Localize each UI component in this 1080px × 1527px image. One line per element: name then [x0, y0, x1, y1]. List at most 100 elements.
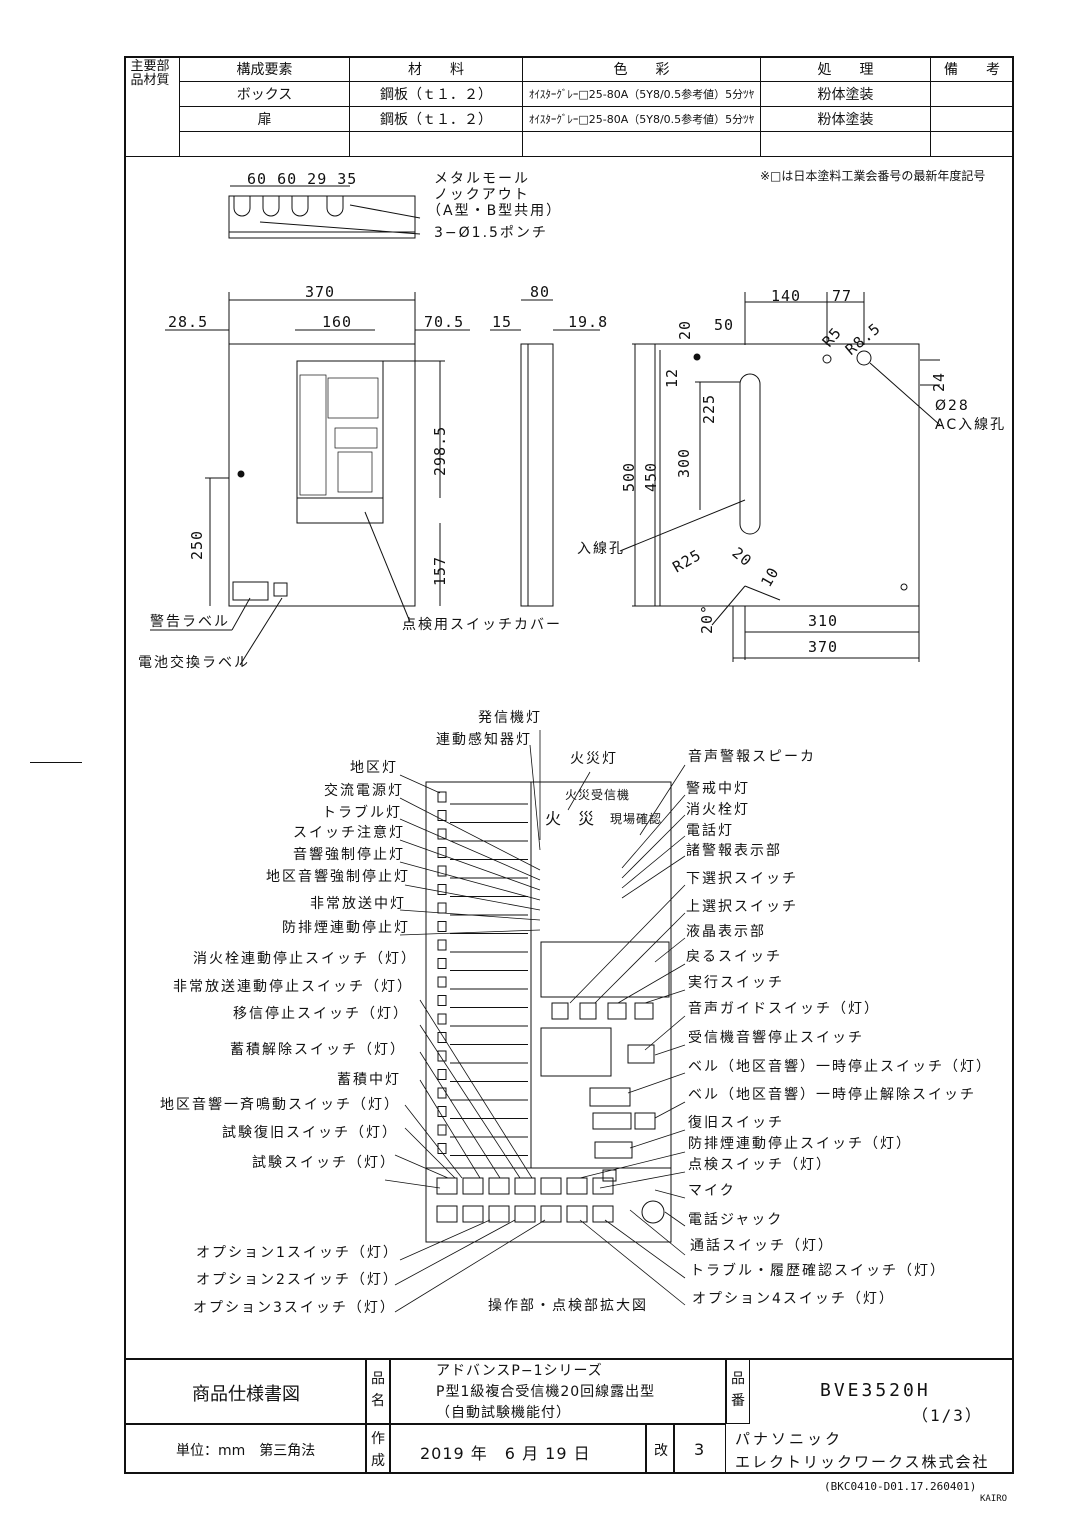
zone-lamp	[437, 939, 447, 951]
panel-switch	[488, 1177, 510, 1195]
callout-label: 地区音響一斉鳴動スイッチ（灯）	[160, 1097, 400, 1113]
callout-label: 発信機灯	[478, 710, 542, 726]
panel-switch	[566, 1205, 588, 1223]
rev-number: 3	[694, 1440, 705, 1459]
type-label: （A型・B型共用）	[427, 203, 563, 219]
callout-label: 音響強制停止灯	[293, 847, 405, 863]
table-row: ボックス 鋼板（ｔ１．２） ｵｲｽﾀｰｸﾞﾚｰ□25-80A（5Y8/0.5参考…	[125, 81, 1014, 107]
zone-lamp	[437, 810, 447, 821]
part-number: BVE3520H	[820, 1380, 931, 1401]
dim-80: 80	[530, 283, 551, 301]
panel-switch	[436, 1205, 458, 1223]
author: KAIRO	[980, 1494, 1008, 1504]
panel-switch	[488, 1205, 510, 1223]
callout-label: 警戒中灯	[686, 781, 750, 797]
materials-table: 構成要素 材 料 色 彩 処 理 備 考 ボックス 鋼板（ｔ１．２） ｵｲｽﾀｰ…	[124, 56, 1014, 157]
callout-label: 音声警報スピーカ	[688, 749, 816, 765]
header-treatment: 処 理	[760, 56, 931, 82]
sheet-number: （1/3）	[912, 1406, 983, 1425]
callout-label: オプション1スイッチ（灯）	[196, 1245, 399, 1261]
callout-label: 通話スイッチ（灯）	[690, 1238, 834, 1254]
zone-lamp	[437, 1124, 447, 1136]
ac-hole-label: AC入線孔	[935, 417, 1007, 433]
callout-label: 上選択スイッチ	[686, 899, 798, 915]
callout-label: 防排煙連動停止灯	[282, 920, 410, 936]
callout-label: 点検スイッチ（灯）	[688, 1157, 832, 1173]
inlet-label: 入線孔	[577, 541, 625, 557]
callout-label: 蓄積解除スイッチ（灯）	[230, 1042, 406, 1058]
panel-confirm: 現場確認	[610, 812, 663, 826]
callout-label: 復旧スイッチ	[688, 1115, 784, 1131]
callout-label: ベル（地区音響）一時停止解除スイッチ	[688, 1087, 976, 1103]
dim-160: 160	[322, 313, 353, 331]
doc-type: 商品仕様書図	[192, 1384, 300, 1405]
panel-switch	[462, 1177, 484, 1195]
panel-switch	[592, 1177, 614, 1195]
zone-lamp	[437, 1050, 447, 1062]
dim-20: 20	[676, 319, 694, 340]
header-material: 材 料	[349, 56, 523, 82]
zone-lamp	[437, 1069, 447, 1080]
panel-switch	[592, 1205, 614, 1223]
panel-switch	[436, 1177, 458, 1195]
rev-label: 改	[654, 1443, 668, 1459]
dim-500: 500	[620, 461, 638, 492]
zone-lamp	[437, 828, 447, 840]
callout-label: 試験スイッチ（灯）	[252, 1155, 396, 1171]
unit-method: 単位：mm 第三角法	[176, 1443, 316, 1459]
callout-label: スイッチ注意灯	[293, 825, 405, 841]
callout-label: 試験復旧スイッチ（灯）	[222, 1125, 398, 1141]
dim-12: 12	[663, 367, 681, 388]
callout-label: オプション3スイッチ（灯）	[193, 1300, 396, 1316]
made-label: 作成	[371, 1431, 385, 1469]
dim-370b: 370	[808, 638, 839, 656]
callout-label: 連動感知器灯	[436, 732, 532, 748]
callout-label: 液晶表示部	[686, 924, 766, 940]
dim-450: 450	[642, 461, 660, 492]
panel-switch	[540, 1177, 562, 1195]
callout-label: 消火栓灯	[686, 802, 750, 818]
dim-24: 24	[930, 371, 948, 392]
header-remarks: 備 考	[930, 56, 1014, 82]
product-series: アドバンスP−1シリーズ	[436, 1363, 603, 1379]
dim-50: 50	[714, 316, 735, 334]
callout-label: オプション2スイッチ（灯）	[196, 1272, 399, 1288]
battery-label: 電池交換ラベル	[138, 655, 250, 671]
callout-label: 地区灯	[350, 760, 398, 776]
cover-label: 点検用スイッチカバー	[402, 617, 562, 633]
callout-label: ベル（地区音響）一時停止スイッチ（灯）	[688, 1059, 992, 1075]
callout-label: 受信機音響停止スイッチ	[688, 1030, 864, 1046]
company-name-2: エレクトリックワークス株式会社	[735, 1453, 990, 1471]
zone-lamp	[437, 921, 447, 932]
dim-225: 225	[700, 393, 718, 424]
zone-lamp	[437, 865, 447, 877]
zone-lamp	[437, 1032, 447, 1043]
zone-lamp	[437, 958, 447, 969]
color-note: ※□は日本塗料工業会番号の最新年度記号	[760, 169, 986, 183]
doc-code: (BKC0410-D01.17.260401)	[824, 1480, 977, 1493]
panel-switch	[514, 1177, 536, 1195]
callout-label: 電話灯	[686, 823, 734, 839]
panel-switch	[540, 1205, 562, 1223]
callout-label: 諸警報表示部	[686, 843, 782, 859]
panel-switch	[462, 1205, 484, 1223]
zone-lamp	[437, 1143, 447, 1154]
dim-298-5: 298.5	[431, 425, 449, 476]
zone-lamp	[437, 791, 447, 803]
dim-77: 77	[832, 287, 853, 305]
callout-label: オプション4スイッチ（灯）	[692, 1291, 895, 1307]
table-row: 扉 鋼板（ｔ１．２） ｵｲｽﾀｰｸﾞﾚｰ□25-80A（5Y8/0.5参考値）5…	[125, 106, 1014, 132]
dim-300: 300	[675, 447, 693, 478]
dim-28-5: 28.5	[168, 313, 209, 331]
zone-lamp	[437, 902, 447, 914]
panel-switch	[514, 1205, 536, 1223]
callout-label: 音声ガイドスイッチ（灯）	[688, 1001, 880, 1017]
panel-title: 火災受信機	[565, 788, 631, 802]
knockout-label: ノックアウト	[434, 187, 530, 203]
ac-hole-dia: Ø28	[935, 398, 970, 414]
callout-label: トラブル灯	[322, 805, 402, 821]
callout-label: 非常放送連動停止スイッチ（灯）	[173, 979, 413, 995]
created-date: 2019 年 6 月 19 日	[420, 1444, 591, 1463]
callout-label: 消火栓連動停止スイッチ（灯）	[193, 951, 417, 967]
callout-label: 実行スイッチ	[688, 975, 784, 991]
